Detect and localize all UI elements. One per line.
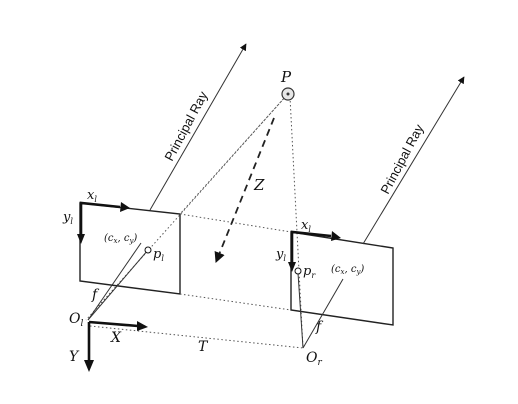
principal-ray-left-label: Principal Ray (161, 88, 210, 163)
label-T: T (198, 339, 209, 355)
right-image-axis-y-head (288, 262, 296, 272)
label-xl: xl (87, 188, 97, 204)
label-pr: pr (303, 264, 316, 280)
principal-ray-right-line (362, 76, 465, 245)
baseline-T (89, 325, 304, 349)
label-xr: xl (301, 218, 311, 234)
world-axis-X (88, 320, 139, 328)
left-image-plane (79, 202, 181, 295)
point-P-core (286, 92, 290, 96)
label-f-right: f (315, 319, 324, 335)
label-Y: Y (69, 349, 80, 365)
left-image-point-line (87, 249, 149, 321)
world-axis-X-head (137, 321, 148, 331)
label-yr: yl (275, 247, 286, 263)
label-P: P (280, 68, 292, 86)
point-pl-marker (144, 246, 152, 254)
label-pl: pl (153, 247, 164, 263)
label-Or: Or (306, 350, 322, 368)
label-Z: Z (253, 176, 265, 194)
left-image-axis-x-head (120, 202, 130, 212)
ray-P-to-Or (289, 96, 304, 349)
left-image-axes (79, 201, 121, 236)
principal-ray-right-label: Principal Ray (377, 121, 426, 196)
label-yl: yl (62, 210, 73, 226)
right-image-point-line (297, 272, 304, 349)
label-principal-point-left: (cx, cy) (104, 233, 137, 245)
right-image-plane (290, 231, 394, 326)
ray-P-to-left-plane (179, 94, 288, 215)
plane-link-bottom (179, 293, 292, 311)
label-X: X (110, 330, 122, 346)
principal-ray-left-line (149, 43, 247, 211)
label-Ol: Ol (69, 311, 83, 329)
world-axis-Y-head (84, 360, 94, 372)
right-focal-line (302, 278, 344, 349)
label-f-left: f (91, 287, 100, 303)
left-focal-line (87, 242, 142, 321)
left-image-axis-y-head (77, 234, 85, 244)
right-image-axes (290, 230, 332, 264)
label-principal-point-right: (cx, cy) (331, 264, 364, 276)
point-pr-marker (294, 267, 302, 275)
plane-link-top (179, 213, 292, 233)
depth-Z-arrow (214, 117, 275, 264)
right-image-axis-x-head (331, 231, 341, 241)
